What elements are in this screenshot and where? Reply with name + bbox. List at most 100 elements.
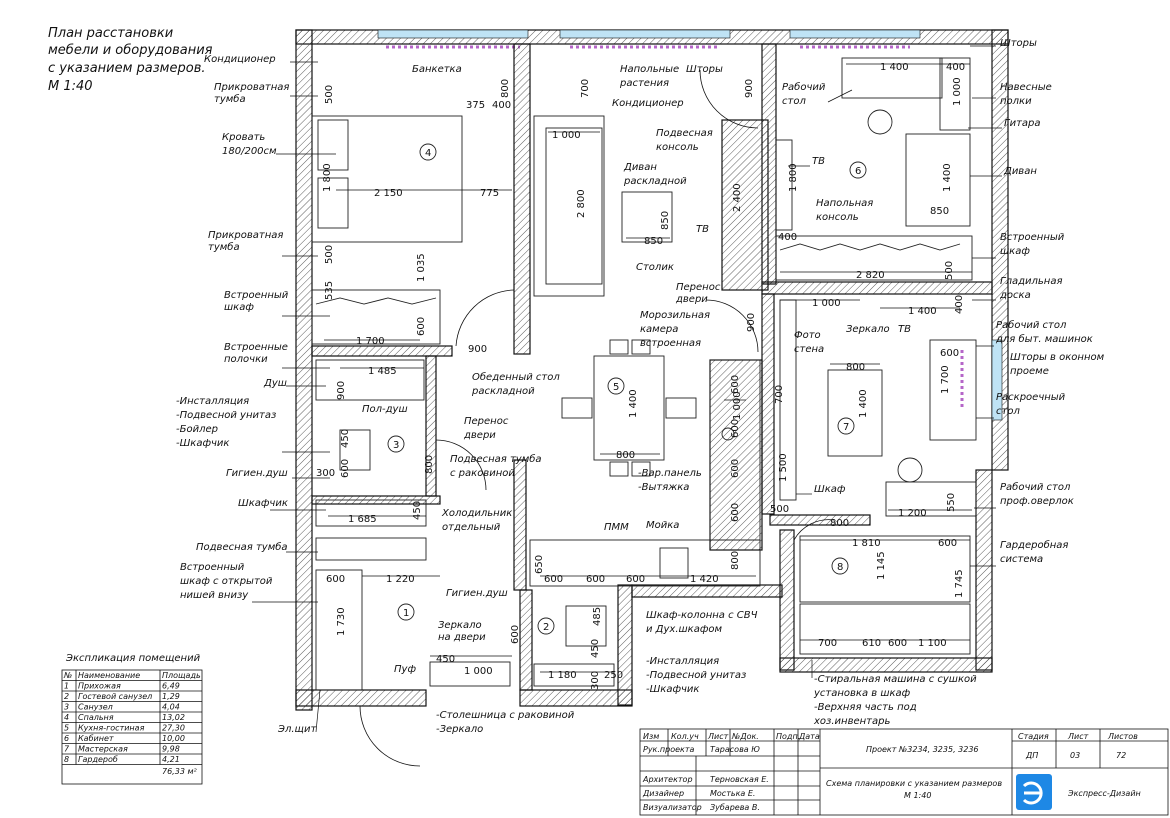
door-workshop: [705, 299, 759, 353]
window-cabinet: [789, 29, 921, 39]
dim-1000c: 1 000: [732, 391, 743, 420]
hanging-shelves: [939, 57, 971, 131]
door-bedroom: [455, 289, 515, 347]
dim-550: 550: [946, 493, 957, 512]
label-hygienic-shower: Гигиен.душ: [226, 468, 288, 479]
left-leaders: [252, 61, 336, 733]
explication-cell: 2: [64, 692, 69, 701]
stamp-ruk-role: Рук.проекта: [643, 745, 695, 754]
door-entrance: [359, 705, 421, 767]
dining-table: [593, 355, 665, 461]
label-overlock-1: Рабочий стол: [1000, 481, 1071, 493]
label-door-mirror-2: на двери: [438, 632, 486, 643]
dim-800c: 800: [616, 450, 635, 461]
label-open-wardrobe-2: шкаф с открытой: [180, 576, 273, 587]
dim-650: 650: [534, 555, 545, 574]
dim-600k: 600: [730, 419, 741, 438]
dim-450d: 450: [590, 639, 601, 658]
explication-cell: 4,04: [162, 703, 180, 712]
label-pouf: Пуф: [394, 664, 416, 675]
label-countertop: -Столешница с раковиной: [436, 710, 575, 721]
label-electric-panel: Эл.щит: [277, 724, 317, 735]
wardrobe-system: [799, 535, 971, 603]
dim-400d: 400: [954, 295, 965, 314]
right-labels: Шторы Рабочий стол ТВ ТВ ТВ Напольная ко…: [686, 38, 1105, 727]
label-tumba-1b: тумба: [214, 93, 246, 105]
stamp-arch-role: Архитектор: [642, 775, 693, 784]
door-bath: [435, 439, 487, 491]
label-dining-1: Обеденный стол: [472, 371, 560, 383]
label-desk-2: стол: [782, 96, 806, 107]
dim-900d: 900: [746, 313, 757, 332]
overlock-desk: [885, 481, 977, 517]
label-plants-1: Напольные: [620, 64, 679, 75]
label-hanging-tumba: Подвесная тумба: [196, 541, 288, 553]
dim-1420: 1 420: [690, 574, 719, 585]
label-konditsioner-center: Кондиционер: [612, 98, 684, 109]
explication-cell: 3: [64, 703, 69, 712]
dim-600i: 600: [730, 459, 741, 478]
label-guitar: Гитара: [1004, 118, 1041, 129]
label-door-move-2: двери: [463, 430, 496, 441]
dimensions: 500 1 800 2 150 775 500 1 035 535 600 1 …: [316, 62, 965, 690]
toilet-bath: [339, 429, 371, 471]
stamp-project: Проект №3234, 3235, 3236: [866, 745, 979, 754]
label-floor-console-1: Напольная: [816, 198, 873, 209]
stamp-company: Экспресс-Дизайн: [1067, 789, 1141, 798]
dim-800b: 800: [424, 455, 435, 474]
stamp-sheets: 72: [1116, 751, 1126, 760]
label-sink-tumba-1: Подвесная тумба: [450, 453, 542, 465]
wall-kitchen-column: [709, 359, 763, 551]
label-photo-wall-1: Фото: [794, 330, 821, 341]
dim-500b: 500: [324, 245, 335, 264]
label-overlock-2: проф.оверлок: [1000, 496, 1074, 507]
pouf: [429, 661, 511, 687]
dim-400c: 400: [946, 62, 965, 73]
label-cutting-table-2: стол: [996, 406, 1020, 417]
dim-400b: 400: [778, 232, 797, 243]
windows: [377, 29, 1003, 421]
label-cabinet-right: Шкаф: [814, 484, 846, 495]
dim-600l: 600: [940, 348, 959, 359]
dim-700c: 700: [818, 638, 837, 649]
wall-tv-partition: [721, 119, 769, 291]
floor-console: [775, 139, 793, 231]
dim-2820: 2 820: [856, 270, 885, 281]
explication-cell: 8: [64, 755, 69, 764]
cabinet-wardrobe-doors: [779, 243, 961, 251]
label-window-curtains-1: Шторы в оконном: [1010, 352, 1105, 363]
stamp-sheet: 03: [1070, 751, 1080, 760]
explication-cell: Кухня-гостиная: [78, 724, 145, 733]
dim-600d: 600: [510, 625, 521, 644]
dim-400a: 400: [492, 100, 511, 111]
explication-cell: 6,49: [162, 682, 180, 691]
dim-300a: 300: [316, 468, 335, 479]
stamp-stage-header: Стадия: [1018, 732, 1049, 741]
stamp-diz-name: Мостька Е.: [710, 789, 755, 798]
explication-cell: 4: [64, 713, 69, 722]
bedroom-wardrobe: [311, 289, 441, 345]
dim-2150: 2 150: [374, 188, 403, 199]
machines-desk: [929, 339, 977, 441]
label-floor-console-2: консоль: [816, 212, 859, 223]
plan-title: План расстановки мебели и оборудования с…: [48, 26, 213, 94]
label-cabinet-small: Шкафчик: [238, 498, 288, 509]
dim-485: 485: [592, 607, 603, 626]
dim-600a: 600: [416, 317, 427, 336]
label-door-move-1: Перенос: [464, 416, 509, 427]
exterior-walls: [295, 29, 1009, 711]
label-bed-size: 180/200см: [222, 146, 277, 157]
explication-cell: Гостевой санузел: [78, 692, 152, 701]
dim-900b: 900: [336, 381, 347, 400]
cabinet-sofa: [905, 133, 971, 227]
room-number-3: 3: [393, 440, 399, 451]
label-curtains-center: Шторы: [686, 64, 723, 75]
stamp-h2: Кол.уч: [671, 732, 699, 741]
stamp-h1: Изм: [643, 732, 659, 741]
dim-800d: 800: [730, 551, 741, 570]
label-desk-1: Рабочий: [782, 81, 826, 93]
dim-1810: 1 810: [852, 538, 881, 549]
dim-1145: 1 145: [876, 551, 887, 580]
label-freezer-1: Морозильная: [640, 310, 710, 321]
